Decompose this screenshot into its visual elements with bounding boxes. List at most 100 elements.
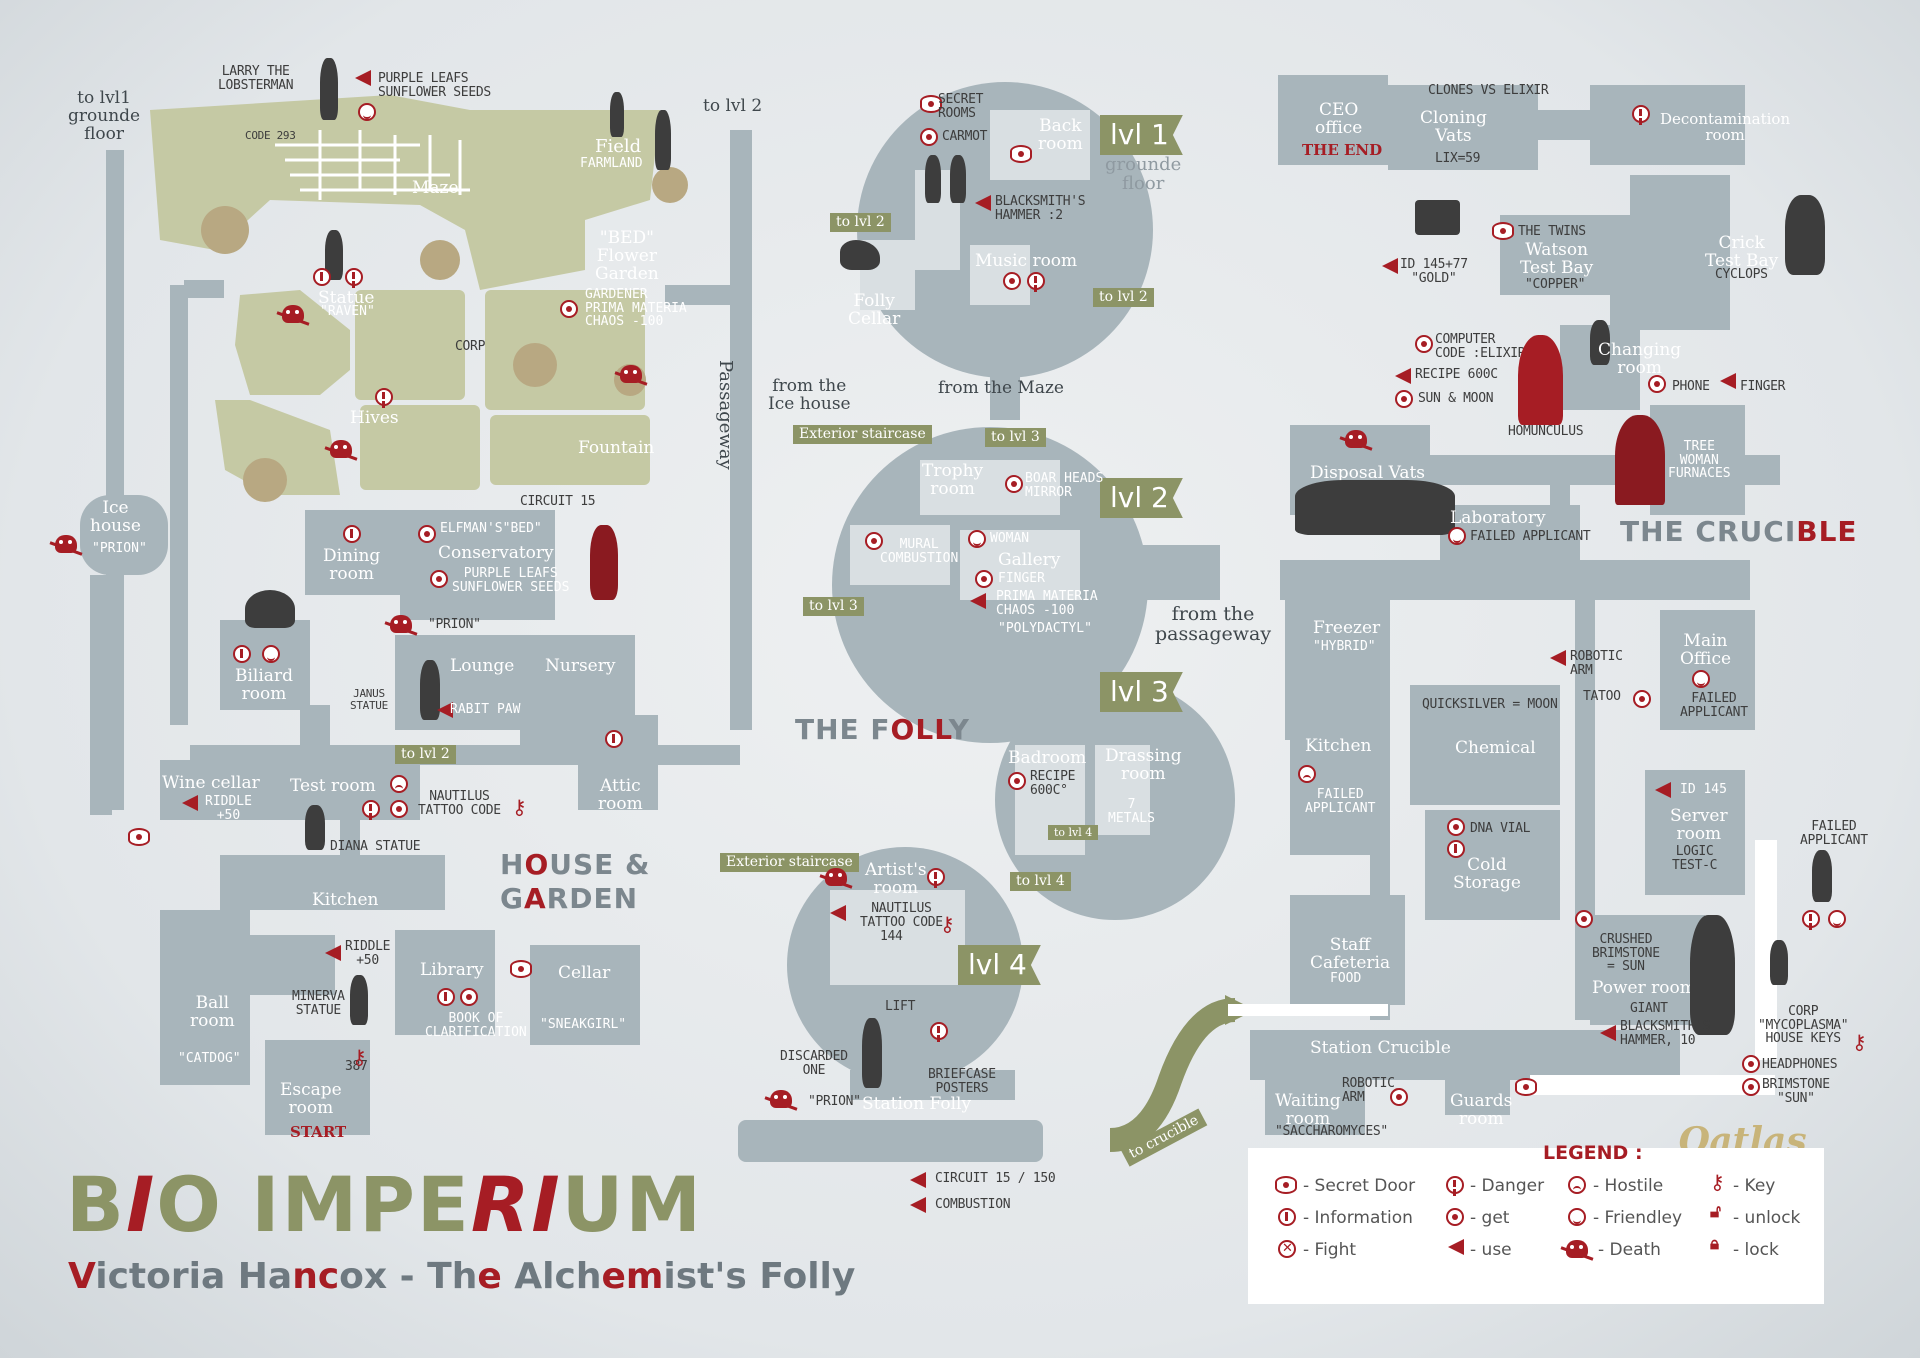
use-arrow bbox=[830, 905, 846, 921]
bed-flower-garden-label: "BED" Flower Garden bbox=[595, 228, 659, 284]
danger-icon bbox=[362, 800, 380, 818]
kitchen-failed-applicant-label: FAILED APPLICANT bbox=[1305, 787, 1376, 816]
to-lvl4-tag: to lvl 4 bbox=[1048, 825, 1099, 840]
wine-cellar-label: Wine cellar bbox=[162, 773, 260, 793]
kitchen-riddle-label: RIDDLE +50 bbox=[345, 939, 391, 968]
statue-label: Statue bbox=[318, 288, 375, 308]
ball-room-label: Ball room bbox=[190, 993, 235, 1031]
id-145-label: ID 145 bbox=[1680, 782, 1727, 797]
use-arrow bbox=[355, 70, 371, 86]
use-arrow bbox=[910, 1197, 926, 1213]
use-arrow bbox=[1600, 1025, 1616, 1041]
get-icon bbox=[1447, 818, 1465, 836]
legend-secret-door: - Secret Door bbox=[1303, 1176, 1416, 1196]
combustion-label: COMBUSTION bbox=[935, 1197, 1011, 1212]
seven-metals-label: 7 METALS bbox=[1108, 797, 1155, 826]
diana-figure bbox=[305, 805, 325, 850]
fountain-label: Fountain bbox=[578, 438, 655, 458]
dna-vial-label: DNA VIAL bbox=[1470, 821, 1531, 836]
server-room-label: Server room bbox=[1670, 806, 1728, 844]
freezer-label: Freezer bbox=[1313, 618, 1381, 638]
get-icon bbox=[1742, 1078, 1760, 1096]
saccharomyces-label: "SACCHAROMYCES" bbox=[1275, 1124, 1388, 1139]
circuit-15-150-label: CIRCUIT 15 / 150 bbox=[935, 1171, 1056, 1186]
minerva-figure bbox=[350, 975, 368, 1025]
danger-icon bbox=[375, 388, 393, 406]
get-icon bbox=[418, 525, 436, 543]
level-4-flag: lvl 4 bbox=[958, 945, 1041, 985]
get-icon bbox=[865, 532, 883, 550]
code-387-label: 387 bbox=[345, 1059, 368, 1074]
dining-room-label: Dining room bbox=[323, 546, 381, 584]
book-clarification-label: BOOK OF CLARIFICATION bbox=[425, 1011, 527, 1040]
death-icon bbox=[55, 535, 77, 553]
legend-get: - get bbox=[1470, 1208, 1510, 1228]
carmot-label: CARMOT bbox=[942, 129, 988, 144]
test-nautilus-label: NAUTILUS TATTOO CODE bbox=[418, 789, 501, 818]
map-title: BIO IMPERIUM bbox=[66, 1160, 703, 1249]
danger-icon bbox=[930, 1022, 948, 1040]
waiting-room-label: Waiting room bbox=[1275, 1091, 1341, 1129]
folly-prion-label: "PRION" bbox=[808, 1094, 861, 1109]
station-crucible-label: Station Crucible bbox=[1310, 1038, 1451, 1058]
to-lvl1-label: to lvl1 grounde floor bbox=[68, 88, 141, 144]
get-icon bbox=[1390, 1088, 1408, 1106]
janus-statue-label: JANUS STATUE bbox=[350, 687, 388, 712]
briefcase-posters-label: BRIEFCASE POSTERS bbox=[928, 1067, 996, 1096]
main-office-label: Main Office bbox=[1680, 631, 1732, 669]
danger-icon bbox=[1027, 272, 1045, 290]
office-failed-applicant-label: FAILED APPLICANT bbox=[1680, 691, 1748, 720]
logic-test-c-label: LOGIC TEST-C bbox=[1672, 844, 1718, 873]
secret-door-icon bbox=[1010, 145, 1032, 163]
use-arrow bbox=[1550, 650, 1566, 666]
discarded-one-label: DISCARDED ONE bbox=[780, 1049, 848, 1078]
friendly-icon bbox=[968, 530, 986, 548]
gallery-label: Gallery bbox=[998, 550, 1061, 570]
legend-fight-icon bbox=[1278, 1240, 1296, 1258]
section-the-folly: THE FOLLY bbox=[795, 713, 970, 746]
tree-woman-figure bbox=[1615, 415, 1665, 505]
get-icon bbox=[1008, 772, 1026, 790]
to-lvl3-tag: to lvl 3 bbox=[803, 597, 864, 616]
info-icon bbox=[233, 645, 251, 663]
death-icon bbox=[390, 615, 412, 633]
get-icon bbox=[390, 800, 408, 818]
use-arrow bbox=[182, 795, 198, 811]
finger-label: FINGER bbox=[998, 571, 1045, 586]
info-icon bbox=[1447, 840, 1465, 858]
mural-combustion-label: MURAL COMBUSTION bbox=[880, 537, 959, 566]
artists-room-label: Artist's room bbox=[865, 860, 927, 898]
to-lvl2-tag: to lvl 2 bbox=[1093, 288, 1154, 307]
elfman-bed-label: ELFMAN'S"BED" bbox=[440, 521, 542, 536]
crick-test-bay-label: Crick Test Bay bbox=[1705, 233, 1779, 271]
copper-label: "COPPER" bbox=[1525, 277, 1586, 292]
quicksilver-moon-label: QUICKSILVER = MOON bbox=[1422, 697, 1558, 712]
drassing-room-label: Drassing room bbox=[1105, 746, 1182, 784]
secret-door-icon bbox=[1492, 222, 1514, 240]
legend-unlock-icon: 🔓︎ bbox=[1710, 1202, 1722, 1222]
corp-mycoplasma-label: CORP "MYCOPLASMA" HOUSE KEYS bbox=[1758, 1004, 1849, 1047]
power-room-label: Power room bbox=[1592, 978, 1696, 998]
exterior-staircase-tag: Exterior staircase bbox=[720, 853, 859, 872]
get-icon bbox=[560, 300, 578, 318]
secret-rooms-label: SECRET ROOMS bbox=[938, 92, 984, 121]
crucible-kitchen-label: Kitchen bbox=[1305, 736, 1372, 756]
station-folly-label: Station Folly bbox=[862, 1094, 972, 1114]
legend-friendly-icon bbox=[1568, 1208, 1586, 1226]
woman-label: WOMAN bbox=[990, 531, 1030, 546]
get-icon bbox=[975, 570, 993, 588]
diana-statue-label: DIANA STATUE bbox=[330, 839, 421, 854]
phone-label: PHONE bbox=[1672, 379, 1710, 394]
legend-use: - use bbox=[1470, 1240, 1512, 1260]
get-icon bbox=[430, 570, 448, 588]
test-room-label: Test room bbox=[290, 776, 376, 796]
to-lvl2-tag: to lvl 2 bbox=[830, 213, 891, 232]
legend: LEGEND : - Secret Door - Information - F… bbox=[1248, 1142, 1824, 1304]
key-icon: ⚷ bbox=[1852, 1030, 1867, 1054]
watson-test-bay-label: Watson Test Bay bbox=[1520, 240, 1594, 278]
cyclops-figure bbox=[1785, 195, 1825, 275]
danger-icon bbox=[927, 868, 945, 886]
larry-lobsterman-label: LARRY THE LOBSTERMAN bbox=[218, 64, 294, 93]
nautilus-code-label: NAUTILUS TATTOO CODE bbox=[860, 901, 943, 930]
